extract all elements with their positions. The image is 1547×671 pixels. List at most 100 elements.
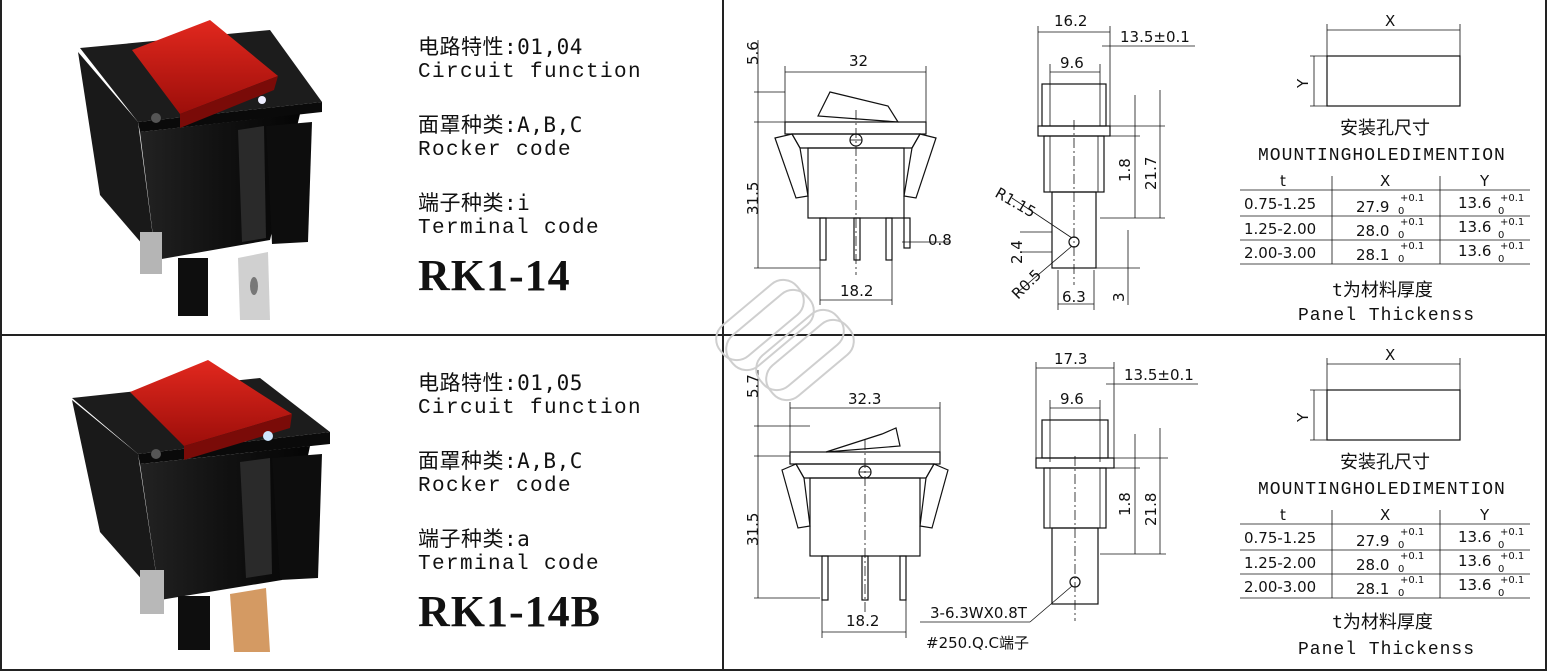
table-cell-y: 13.6: [1458, 528, 1491, 546]
table-cell-y: 13.6: [1458, 576, 1491, 594]
tolerance-bottom: 0: [1398, 588, 1404, 599]
tolerance-bottom: 0: [1398, 254, 1404, 265]
tolerance-top: +0.1: [1400, 527, 1424, 538]
dim-31-5: 31.5: [744, 182, 762, 215]
table-cell-x: 28.1: [1356, 246, 1389, 264]
watermark-logo: [715, 278, 855, 402]
front-view-drawing: 31.5 5.6 32 0.8 18.2: [744, 40, 952, 305]
mounting-x-label: X: [1385, 346, 1395, 364]
tolerance-top: +0.1: [1500, 217, 1524, 228]
terminal-note-2: #250.Q.C端子: [926, 634, 1029, 652]
dim-17-3: 17.3: [1054, 350, 1087, 368]
dim-18-2: 18.2: [846, 612, 879, 630]
model-number: RK1-14: [418, 251, 571, 300]
table-cell-t: 1.25-2.00: [1244, 220, 1316, 238]
mounting-hole-panel: X Y 安装孔尺寸 MOUNTINGHOLEDIMENTION t X Y 0.…: [1240, 12, 1530, 326]
dim-18-2: 18.2: [840, 282, 873, 300]
tolerance-bottom: 0: [1498, 230, 1504, 241]
dim-3: 3: [1110, 292, 1128, 302]
tolerance-top: +0.1: [1500, 527, 1524, 538]
table-cell-t: 0.75-1.25: [1244, 529, 1316, 547]
table-cell-t: 1.25-2.00: [1244, 554, 1316, 572]
dim-31-5: 31.5: [744, 513, 762, 546]
circuit-function-cn: 电路特性:01,04: [418, 35, 583, 59]
tolerance-bottom: 0: [1498, 206, 1504, 217]
table-cell-t: 2.00-3.00: [1244, 244, 1316, 262]
table-cell-x: 28.0: [1356, 556, 1389, 574]
terminal-note-1: 3-6.3WX0.8T: [930, 604, 1028, 622]
model-number: RK1-14B: [418, 587, 601, 636]
product-row-2: 电路特性:01,05 Circuit function 面罩种类:A,B,C R…: [0, 336, 1547, 671]
circuit-function-en: Circuit function: [418, 61, 643, 84]
tolerance-bottom: 0: [1398, 564, 1404, 575]
rocker-code-en: Rocker code: [418, 475, 573, 498]
dim-1-8: 1.8: [1116, 492, 1134, 516]
table-cell-t: 0.75-1.25: [1244, 195, 1316, 213]
panel-thickness-en: Panel Thickenss: [1298, 306, 1475, 326]
circuit-function-en: Circuit function: [418, 397, 643, 420]
dim-r0-5: R0.5: [1008, 266, 1045, 303]
side-view-drawing: 17.3 13.5±0.1 9.6 1.8 21.8 3-6.3WX0.8: [920, 350, 1198, 652]
dim-6-3: 6.3: [1062, 288, 1086, 306]
tolerance-bottom: 0: [1398, 230, 1404, 241]
mounting-table: t X Y 0.75-1.25 27.9 +0.1 0 13.6 +0.1 0 …: [1240, 506, 1530, 599]
dim-13-5: 13.5±0.1: [1120, 28, 1190, 46]
tolerance-bottom: 0: [1398, 540, 1404, 551]
tolerance-bottom: 0: [1498, 564, 1504, 575]
dim-21-7: 21.7: [1142, 157, 1160, 190]
dim-13-5: 13.5±0.1: [1124, 366, 1194, 384]
spec-block: 电路特性:01,04 Circuit function 面罩种类:A,B,C R…: [418, 34, 718, 301]
tolerance-top: +0.1: [1400, 217, 1424, 228]
mounting-title-cn: 安装孔尺寸: [1340, 452, 1430, 473]
terminal-code-cn: 端子种类:a: [418, 527, 531, 551]
spec-block: 电路特性:01,05 Circuit function 面罩种类:A,B,C R…: [418, 370, 718, 637]
table-header-y: Y: [1479, 506, 1490, 524]
side-view-drawing: 16.2 13.5±0.1 9.6 1.8 21.7 R1.15: [992, 12, 1195, 310]
terminal-code-en: Terminal code: [418, 217, 601, 240]
tolerance-top: +0.1: [1400, 575, 1424, 586]
left-border: [0, 0, 2, 671]
switch-photo-rk1-14: [78, 20, 322, 320]
mounting-title-en: MOUNTINGHOLEDIMENTION: [1258, 146, 1506, 166]
front-view-drawing: 31.5 5.7 32.3 18.2: [744, 370, 949, 638]
dim-16-2: 16.2: [1054, 12, 1087, 30]
dim-2-4: 2.4: [1008, 240, 1026, 264]
tolerance-top: +0.1: [1500, 551, 1524, 562]
table-cell-y: 13.6: [1458, 552, 1491, 570]
dim-5-6: 5.6: [744, 41, 762, 65]
table-cell-x: 27.9: [1356, 532, 1389, 550]
dim-1-8: 1.8: [1116, 158, 1134, 182]
tolerance-bottom: 0: [1498, 254, 1504, 265]
table-header-y: Y: [1479, 172, 1490, 190]
mounting-x-label: X: [1385, 12, 1395, 30]
table-header-x: X: [1380, 506, 1390, 524]
table-cell-y: 13.6: [1458, 242, 1491, 260]
right-border: [1545, 0, 1547, 671]
circuit-function-cn: 电路特性:01,05: [418, 371, 583, 395]
dim-r1-15: R1.15: [992, 184, 1039, 222]
table-cell-y: 13.6: [1458, 194, 1491, 212]
table-header-t: t: [1280, 506, 1286, 524]
tolerance-top: +0.1: [1400, 241, 1424, 252]
panel-thickness-cn: t为材料厚度: [1332, 612, 1433, 633]
panel-thickness-en: Panel Thickenss: [1298, 640, 1475, 660]
dim-32: 32: [849, 52, 868, 70]
terminal-code-en: Terminal code: [418, 553, 601, 576]
table-cell-y: 13.6: [1458, 218, 1491, 236]
mounting-title-en: MOUNTINGHOLEDIMENTION: [1258, 480, 1506, 500]
table-cell-x: 28.1: [1356, 580, 1389, 598]
rocker-code-cn: 面罩种类:A,B,C: [418, 113, 583, 137]
table-header-t: t: [1280, 172, 1286, 190]
mounting-table: t X Y 0.75-1.25 27.9 +0.1 0 13.6 +0.1 0 …: [1240, 172, 1530, 265]
product-row-1: 电路特性:01,04 Circuit function 面罩种类:A,B,C R…: [0, 0, 1547, 335]
mounting-title-cn: 安装孔尺寸: [1340, 118, 1430, 139]
panel-thickness-cn: t为材料厚度: [1332, 280, 1433, 301]
dim-5-7: 5.7: [744, 374, 762, 398]
dim-9-6: 9.6: [1060, 390, 1084, 408]
tolerance-top: +0.1: [1500, 241, 1524, 252]
rocker-code-en: Rocker code: [418, 139, 573, 162]
mounting-y-label: Y: [1294, 78, 1312, 89]
table-header-x: X: [1380, 172, 1390, 190]
dim-9-6: 9.6: [1060, 54, 1084, 72]
rocker-code-cn: 面罩种类:A,B,C: [418, 449, 583, 473]
